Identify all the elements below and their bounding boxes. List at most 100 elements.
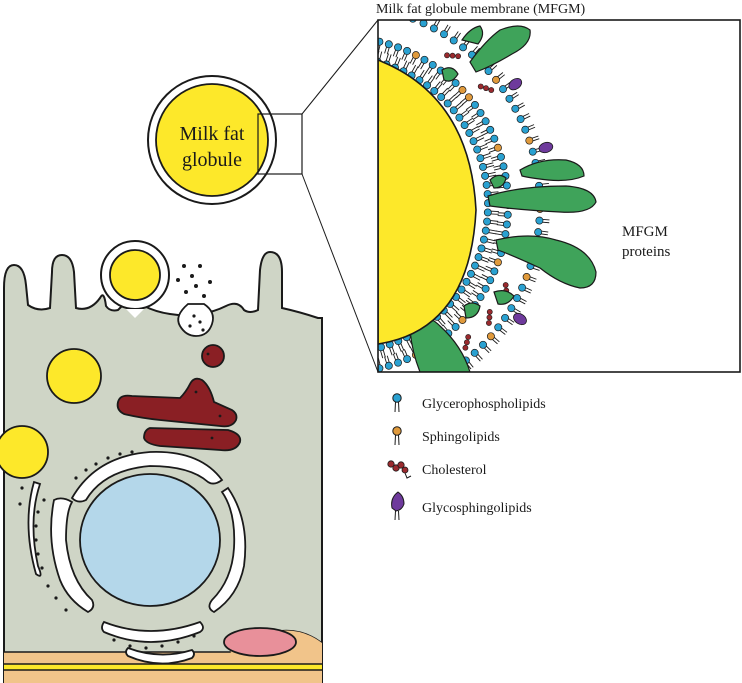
membrane-lipid bbox=[356, 47, 363, 62]
mfgm-protein bbox=[489, 174, 507, 189]
membrane-lipid bbox=[447, 79, 460, 92]
mammary-epithelial-cell bbox=[0, 240, 323, 683]
legend-label: Cholesterol bbox=[422, 463, 487, 478]
globule-label-line1: Milk fat bbox=[180, 123, 245, 145]
membrane-lipid bbox=[518, 283, 532, 294]
membrane-lipid bbox=[460, 93, 473, 106]
membrane-lipid bbox=[490, 153, 505, 162]
membrane-lipid bbox=[453, 311, 467, 324]
membrane-lipid bbox=[440, 24, 451, 39]
membrane-glycosphingolipid bbox=[538, 141, 554, 154]
membrane-lipid bbox=[484, 134, 499, 145]
membrane-lipid bbox=[443, 94, 457, 108]
legend-label: Glycerophospholipids bbox=[422, 397, 546, 412]
legend-item-glycerophospholipids: Glycerophospholipids bbox=[392, 393, 546, 413]
membrane-lipid bbox=[516, 113, 531, 124]
nucleus bbox=[79, 473, 221, 607]
membrane-lipid bbox=[486, 332, 500, 345]
membrane-lipid bbox=[470, 348, 483, 362]
membrane-lipid bbox=[493, 162, 508, 171]
membrane-lipid bbox=[471, 290, 485, 302]
membrane-cholesterol bbox=[444, 52, 462, 60]
membrane-lipid bbox=[487, 143, 502, 153]
membrane-lipid bbox=[535, 216, 550, 225]
membrane-glycosphingolipid bbox=[508, 77, 523, 91]
legend-label: Sphingolipids bbox=[422, 430, 500, 445]
membrane-lipid bbox=[409, 51, 420, 65]
membrane-lipid bbox=[476, 117, 490, 128]
membrane-lipid bbox=[455, 109, 470, 122]
zoom-region-box bbox=[257, 113, 303, 175]
membrane-lipid bbox=[423, 382, 432, 395]
membrane-lipid bbox=[449, 101, 464, 115]
membrane-lipid bbox=[392, 43, 402, 58]
legend-item-sphingolipids: Sphingolipids bbox=[392, 426, 500, 446]
membrane-lipid bbox=[378, 37, 384, 52]
mfgm-protein bbox=[463, 302, 481, 319]
membrane-lipid bbox=[482, 180, 498, 189]
membrane-lipid bbox=[425, 60, 437, 75]
globule-core bbox=[155, 83, 269, 197]
membrane-lipid bbox=[365, 49, 372, 64]
membrane-lipid bbox=[481, 171, 497, 180]
membrane-lipid bbox=[525, 135, 540, 145]
mitochondrion bbox=[223, 627, 297, 657]
membrane-lipid bbox=[521, 124, 536, 134]
membrane-lipid bbox=[487, 257, 502, 267]
secreting-globule bbox=[109, 249, 161, 301]
glycerophospholipid-icon bbox=[392, 393, 402, 413]
membrane-lipid bbox=[465, 100, 479, 113]
membrane-lipid bbox=[401, 349, 412, 363]
secretory-vesicle bbox=[177, 303, 214, 337]
glycosphingolipid-icon bbox=[391, 491, 405, 521]
fat-core bbox=[378, 59, 477, 345]
membrane-lipid bbox=[480, 274, 495, 285]
lipid-droplet-1 bbox=[46, 348, 102, 404]
mfgm-protein bbox=[461, 25, 484, 45]
legend: Glycerophospholipids Sphingolipids Chole… bbox=[387, 393, 546, 521]
mfgm-protein bbox=[441, 67, 459, 82]
zoom-connector-bottom bbox=[301, 173, 379, 373]
membrane-lipid bbox=[364, 0, 371, 11]
membrane-lipid bbox=[467, 269, 482, 281]
membrane-lipid bbox=[483, 208, 499, 217]
legend-item-glycosphingolipids: Glycosphingolipids bbox=[391, 491, 532, 521]
legend-label: Glycosphingolipids bbox=[422, 501, 532, 516]
endoplasmic-reticulum bbox=[27, 451, 247, 665]
membrane-lipid bbox=[413, 386, 422, 399]
mfgm-protein bbox=[493, 290, 515, 305]
membrane-lipid bbox=[401, 47, 412, 61]
membrane-lipid bbox=[429, 20, 441, 33]
globule-label-line2: globule bbox=[182, 149, 242, 171]
membrane-lipid bbox=[481, 226, 497, 235]
cell-body bbox=[3, 250, 323, 683]
sphingolipid-icon bbox=[392, 426, 402, 446]
proteins-label-line1: MFGM bbox=[622, 224, 668, 240]
golgi-apparatus bbox=[116, 344, 242, 452]
membrane-lipid bbox=[437, 87, 451, 101]
membrane-lipid bbox=[465, 126, 480, 137]
membrane-lipid bbox=[473, 143, 489, 154]
membrane-lipid bbox=[505, 91, 519, 103]
membrane-lipid bbox=[476, 152, 492, 163]
membrane-lipid bbox=[369, 346, 376, 361]
membrane-glycosphingolipid bbox=[513, 312, 527, 326]
membrane-lipid bbox=[480, 125, 495, 136]
membrane-lipid bbox=[479, 340, 492, 354]
membrane-lipid bbox=[513, 294, 527, 305]
membrane-lipid bbox=[477, 244, 493, 254]
casein-particles bbox=[176, 264, 212, 332]
membrane-cholesterol bbox=[462, 334, 472, 351]
membrane-cholesterol bbox=[486, 309, 493, 326]
membrane-cholesterol bbox=[477, 83, 495, 93]
membrane-lipid bbox=[492, 72, 505, 84]
mfgm-zoom-panel: MFGM proteins bbox=[356, 0, 741, 399]
membrane-lipid bbox=[453, 86, 467, 99]
membrane-lipid bbox=[384, 355, 393, 370]
proteins-label-line2: proteins bbox=[622, 244, 670, 260]
membrane-lipid bbox=[471, 261, 486, 272]
membrane-lipid bbox=[496, 220, 511, 229]
mfgm-protein bbox=[487, 185, 597, 213]
membrane-lipid bbox=[483, 217, 499, 226]
